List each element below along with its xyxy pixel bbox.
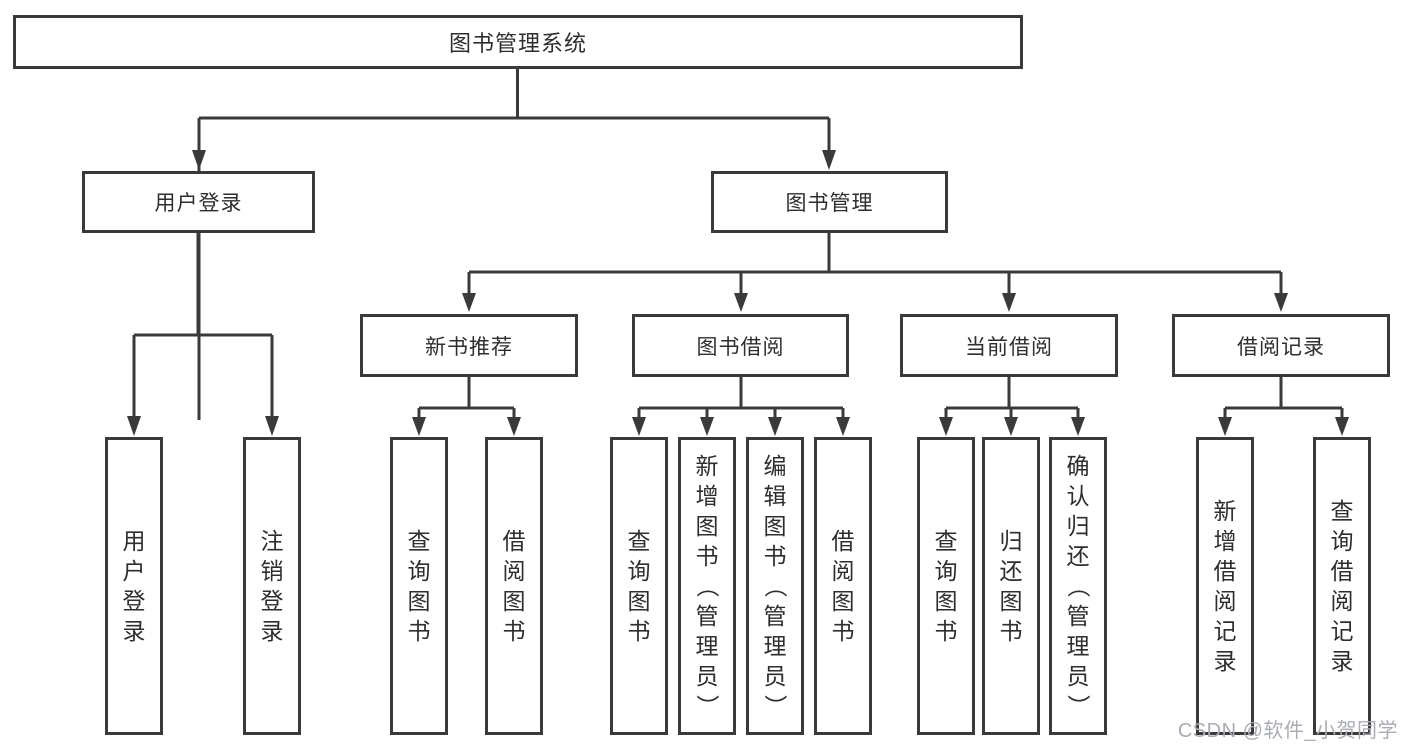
node-label: 用户登录 — [154, 192, 243, 215]
leaf-logout: 注销登录 — [243, 437, 301, 735]
node-label: 借阅记录 — [1237, 335, 1325, 359]
node-label: 归还图书 — [999, 528, 1023, 644]
leaf-current-query-books: 查询图书 — [917, 437, 975, 735]
node-label: 编辑图书（管理员） — [762, 453, 788, 718]
node-label: 当前借阅 — [965, 335, 1053, 359]
node-library-management-system: 图书管理系统 — [13, 15, 1023, 69]
arrowheads — [127, 150, 1349, 436]
node-label: 确认归还（管理员） — [1065, 453, 1091, 718]
leaf-user-login: 用户登录 — [105, 437, 163, 735]
node-new-book-recommend: 新书推荐 — [360, 314, 578, 377]
node-label: 借阅图书 — [502, 528, 526, 644]
node-label: 查询图书 — [407, 528, 431, 644]
leaf-current-return-books: 归还图书 — [982, 437, 1040, 735]
node-current-borrow: 当前借阅 — [900, 314, 1118, 377]
node-user-login: 用户登录 — [82, 171, 315, 233]
node-label: 查询图书 — [934, 528, 958, 644]
node-borrow-records: 借阅记录 — [1172, 314, 1390, 377]
node-label: 查询图书 — [627, 528, 651, 644]
node-label: 图书借阅 — [696, 335, 785, 359]
leaf-records-add-borrow-record: 新增借阅记录 — [1196, 437, 1254, 735]
leaf-borrow-borrow-books: 借阅图书 — [814, 437, 872, 735]
node-book-management: 图书管理 — [711, 171, 948, 233]
leaf-current-confirm-return-admin: 确认归还（管理员） — [1049, 437, 1107, 735]
leaf-newbook-borrow-books: 借阅图书 — [485, 437, 543, 735]
leaf-borrow-add-books-admin: 新增图书（管理员） — [678, 437, 736, 735]
leaf-borrow-query-books: 查询图书 — [610, 437, 668, 735]
node-label: 查询借阅记录 — [1330, 498, 1354, 674]
node-book-borrow: 图书借阅 — [632, 314, 849, 377]
node-label: 借阅图书 — [831, 528, 855, 644]
csdn-watermark: CSDN @软件_小贺同学 — [1177, 720, 1398, 742]
leaf-newbook-query-books: 查询图书 — [390, 437, 448, 735]
node-label: 新增图书（管理员） — [694, 453, 720, 718]
node-label: 用户登录 — [122, 528, 146, 644]
leaf-records-query-borrow-record: 查询借阅记录 — [1313, 437, 1371, 735]
node-label: 图书管理系统 — [448, 31, 587, 56]
node-label: 图书管理 — [785, 192, 874, 215]
node-label: 新增借阅记录 — [1213, 498, 1237, 674]
node-label: 注销登录 — [260, 528, 284, 644]
node-label: 新书推荐 — [425, 335, 513, 359]
leaf-borrow-edit-books-admin: 编辑图书（管理员） — [746, 437, 804, 735]
